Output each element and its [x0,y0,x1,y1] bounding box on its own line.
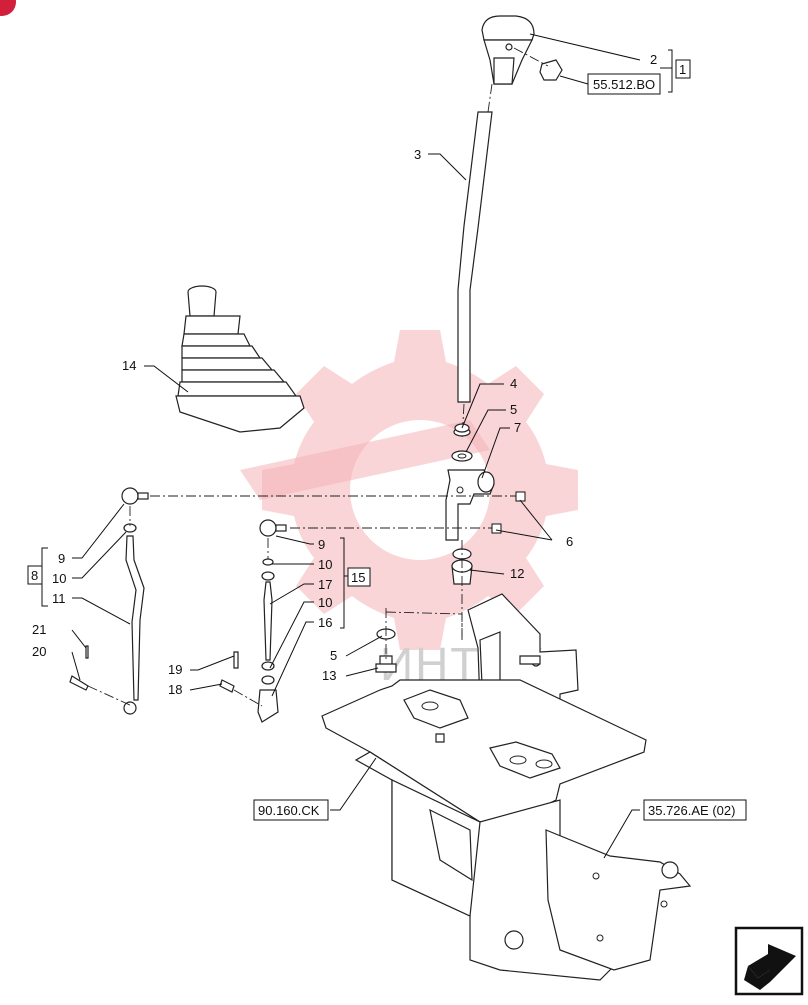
part-clip-lower [491,523,502,534]
callout-18: 18 [168,682,182,697]
svg-text:35.726.AE (02): 35.726.AE (02) [648,803,735,818]
callout-3: 3 [414,147,421,162]
callout-9-left: 9 [58,551,65,566]
ref-box-35726[interactable]: 35.726.AE (02) [643,799,747,821]
callout-12: 12 [510,566,524,581]
ref-box-15[interactable]: 15 [347,567,371,587]
ref-box-1[interactable]: 1 [675,59,691,79]
callout-17: 17 [318,577,332,592]
callout-16: 16 [318,615,332,630]
svg-text:15: 15 [351,570,365,585]
ref-box-55512[interactable]: 55.512.BO [587,73,661,95]
callout-10-middle-b: 10 [318,595,332,610]
svg-text:8: 8 [31,568,38,583]
leader-lines [41,33,673,859]
ref-box-90160[interactable]: 90.160.CK [253,799,329,821]
callout-6: 6 [566,534,573,549]
callout-5-upper: 5 [510,402,517,417]
part-clip-upper [515,491,526,502]
part-middle-linkage [219,519,287,723]
part-lever-rod [457,111,493,441]
callout-10-left: 10 [52,571,66,586]
corner-badge [0,0,16,16]
callout-10-middle-a: 10 [318,557,332,572]
part-left-linkage [69,487,149,715]
callout-14: 14 [122,358,136,373]
svg-text:1: 1 [679,62,686,77]
callout-13: 13 [322,668,336,683]
callout-9-middle: 9 [318,537,325,552]
callout-20: 20 [32,644,46,659]
callout-4: 4 [510,376,517,391]
ref-box-8[interactable]: 8 [27,565,43,585]
callout-19: 19 [168,662,182,677]
svg-text:55.512.BO: 55.512.BO [593,77,655,92]
part-console-frame [321,593,692,981]
callout-21: 21 [32,622,46,637]
next-page-arrow-icon[interactable] [734,926,804,996]
part-rubber-boot [175,285,305,433]
part-ball-joint [451,540,473,640]
callout-5-lower: 5 [330,648,337,663]
callout-11: 11 [52,591,66,606]
callout-2: 2 [650,52,657,67]
part-knob [481,15,563,113]
callout-7: 7 [514,420,521,435]
svg-text:90.160.CK: 90.160.CK [258,803,320,818]
